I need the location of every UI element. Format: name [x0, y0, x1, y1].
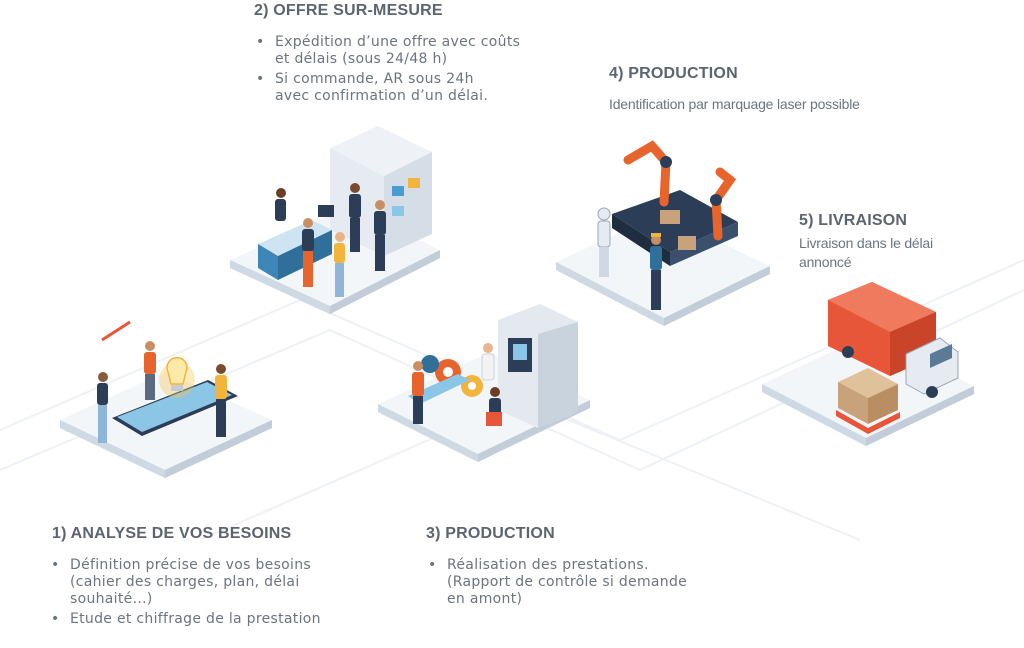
step-4-text: Identification par marquage laser possib… [609, 96, 860, 112]
step-3-title: 3) PRODUCTION [426, 525, 555, 542]
step-4-title: 4) PRODUCTION [609, 65, 738, 82]
step-5-line: annoncé [799, 254, 852, 270]
step-1-bullets: Définition précise de vos besoins (cahie… [49, 557, 321, 631]
bullet-item: Etude et chiffrage de la prestation [49, 611, 321, 628]
pallet-boxes [836, 368, 900, 434]
bullet-line: avec confirmation d’un délai. [275, 88, 489, 104]
bullet-line: Réalisation des prestations. [447, 557, 649, 573]
truck-icon [828, 282, 959, 398]
bullet-line: (cahier des charges, plan, délai [70, 574, 300, 590]
person-figure [97, 341, 227, 443]
robot-arm-icon [623, 140, 737, 241]
bullet-line: et délais (sous 24/48 h) [275, 51, 448, 67]
machine-icon [498, 304, 578, 428]
step-5-line: Livraison dans le délai [799, 235, 933, 251]
lightbulb-icon [159, 356, 195, 398]
step-5-title: 5) LIVRAISON [799, 212, 908, 229]
bullet-item: Si commande, AR sous 24h avec confirmati… [254, 71, 520, 105]
team-figures [275, 183, 386, 297]
bullet-item: Expédition d’une offre avec coûts et dél… [254, 34, 520, 68]
red-accent-line [101, 320, 131, 342]
bullet-line: Si commande, AR sous 24h [275, 71, 474, 87]
step-1-title: 1) ANALYSE DE VOS BESOINS [52, 525, 292, 542]
step-3-bullets: Réalisation des prestations. (Rapport de… [426, 557, 687, 611]
bullet-line: Expédition d’une offre avec coûts [275, 34, 521, 50]
bullet-line: en amont) [447, 591, 523, 607]
robot-and-worker [597, 207, 662, 310]
bullet-line: Etude et chiffrage de la prestation [70, 611, 321, 627]
bullet-item: Réalisation des prestations. (Rapport de… [426, 557, 687, 608]
bullet-line: Définition précise de vos besoins [70, 557, 311, 573]
shelf-icon [330, 126, 432, 256]
worker-figures [408, 343, 502, 426]
step-2-title: 2) OFFRE SUR-MESURE [254, 2, 443, 19]
step-2-bullets: Expédition d’une offre avec coûts et dél… [254, 34, 520, 108]
bullet-item: Définition précise de vos besoins (cahie… [49, 557, 321, 608]
step-5-text: Livraison dans le délai annoncé [799, 234, 933, 272]
bullet-line: souhaité...) [70, 591, 153, 607]
tablet-illustration [112, 380, 238, 436]
bullet-line: (Rapport de contrôle si demande [447, 574, 688, 590]
